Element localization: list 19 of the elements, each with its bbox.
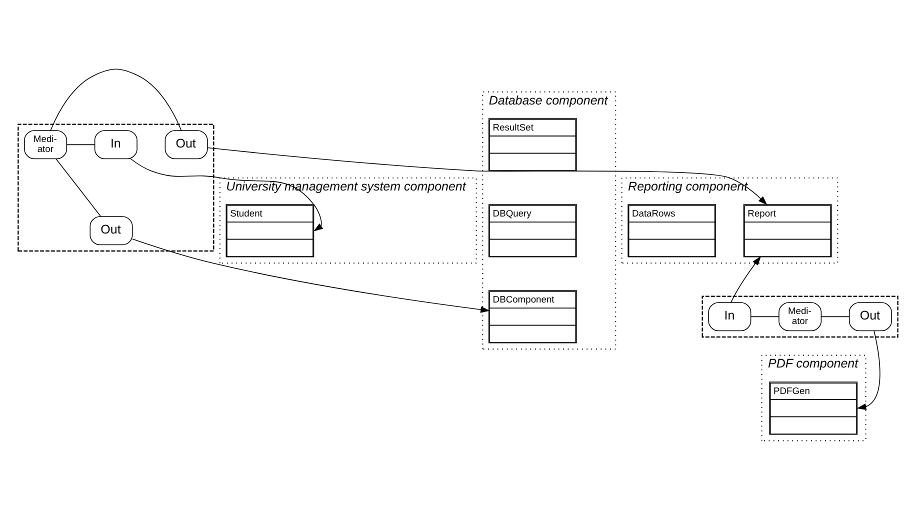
connector — [750, 316, 780, 318]
arrow — [132, 238, 490, 313]
arrow — [856, 330, 880, 410]
node-box: In — [94, 130, 138, 160]
connector — [66, 144, 96, 146]
node-box: Out — [90, 216, 133, 246]
node-box: Medi- ator — [24, 130, 68, 160]
cluster — [702, 296, 898, 338]
connector — [820, 316, 850, 318]
node-box: Medi- ator — [778, 302, 822, 332]
cluster — [18, 124, 214, 252]
connector — [50, 68, 182, 131]
arrow — [207, 147, 768, 206]
node-box: Out — [848, 302, 892, 332]
node-box: In — [708, 302, 752, 332]
arrow — [730, 256, 761, 303]
connector — [56, 158, 102, 217]
arrow — [130, 158, 324, 232]
node-box: Out — [164, 130, 208, 160]
